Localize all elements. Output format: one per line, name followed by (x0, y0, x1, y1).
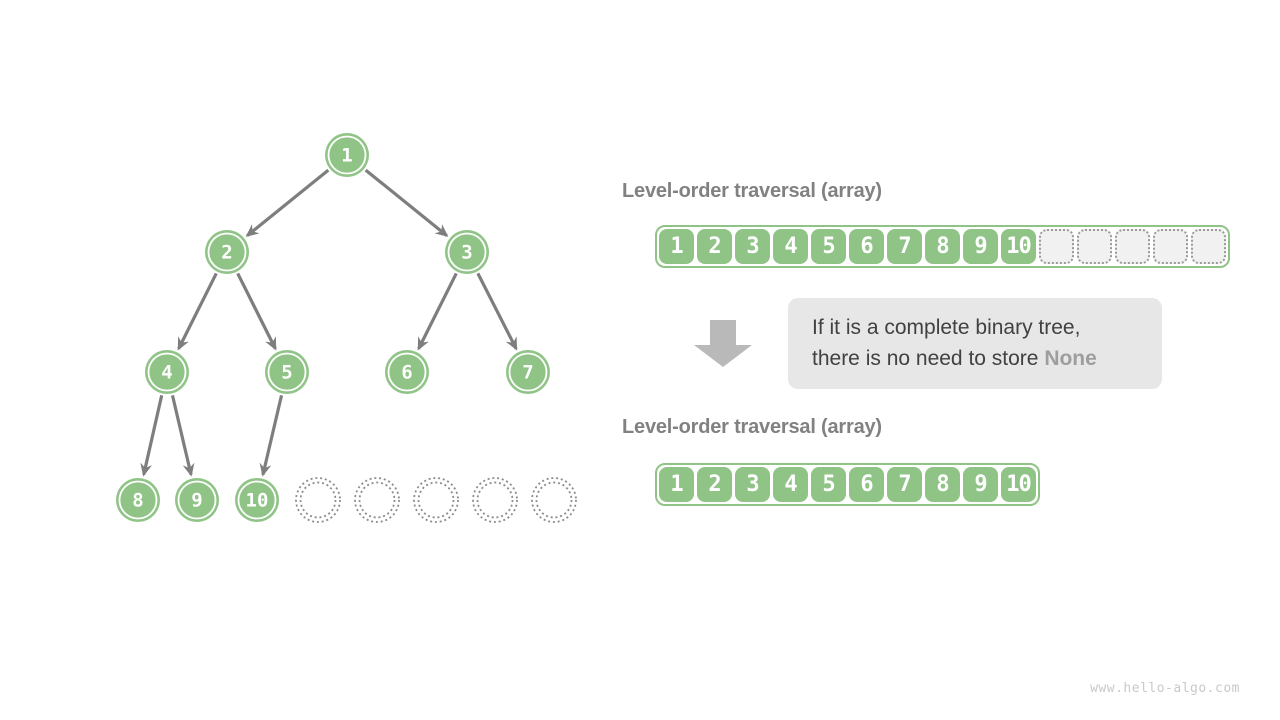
down-arrow-icon (694, 320, 752, 367)
array-cell: 6 (849, 467, 884, 502)
array-cell: 1 (659, 467, 694, 502)
array-cell: 7 (887, 467, 922, 502)
empty-node-inner-ring (358, 481, 396, 519)
tree-node-label: 8 (132, 490, 143, 512)
tree-node-ring (177, 480, 217, 520)
tree-node-label: 2 (221, 242, 232, 264)
tree-node (506, 350, 550, 394)
array-empty-cell (1077, 229, 1112, 264)
array-cell: 10 (1001, 229, 1036, 264)
tree-node-ring (447, 232, 487, 272)
tree-node-label: 4 (161, 362, 172, 384)
array-cell: 8 (925, 467, 960, 502)
tree-edge (236, 272, 277, 351)
tree-node (445, 230, 489, 274)
array-cell: 2 (697, 229, 732, 264)
empty-node-inner-ring (476, 481, 514, 519)
tree-node (325, 133, 369, 177)
tree-node-label: 1 (341, 145, 352, 167)
empty-node-inner-ring (417, 481, 455, 519)
empty-node-outer-ring (472, 477, 518, 523)
tree-node (235, 478, 279, 522)
array-cell: 3 (735, 467, 770, 502)
tree-node (175, 478, 219, 522)
array-cell: 1 (659, 229, 694, 264)
tree-edges (140, 168, 518, 477)
array-cell: 9 (963, 467, 998, 502)
tree-node (116, 478, 160, 522)
tree-node-ring (387, 352, 427, 392)
array-cell: 7 (887, 229, 922, 264)
tree-edge (417, 272, 458, 351)
tree-nodes: 1 2 3 4 5 6 7 8 9 10 (116, 133, 550, 522)
array-cell: 2 (697, 467, 732, 502)
tree-node (265, 350, 309, 394)
tree-edge (140, 395, 164, 477)
tree-node-label: 7 (522, 362, 533, 384)
tree-node-label: 3 (461, 242, 472, 264)
tree-node-label: 5 (281, 362, 292, 384)
array-cell: 10 (1001, 467, 1036, 502)
array-empty-cell (1115, 229, 1150, 264)
tree-node (205, 230, 249, 274)
tree-edge (476, 272, 518, 351)
tree-node-ring (118, 480, 158, 520)
tree-node-ring (207, 232, 247, 272)
tree-edge (364, 168, 449, 237)
watermark: www.hello-algo.com (1090, 681, 1240, 696)
empty-node-inner-ring (299, 481, 337, 519)
array-cell: 5 (811, 467, 846, 502)
callout-line2: there is no need to store None (812, 343, 1138, 374)
empty-node-outer-ring (531, 477, 577, 523)
tree-node-ring (267, 352, 307, 392)
level-order-heading-top: Level-order traversal (array) (622, 180, 882, 202)
none-label: None (1044, 347, 1097, 370)
tree-node-ring (508, 352, 548, 392)
array-cell: 8 (925, 229, 960, 264)
array-empty-cell (1191, 229, 1226, 264)
empty-node-outer-ring (413, 477, 459, 523)
tree-node-label: 9 (191, 490, 202, 512)
empty-node-outer-ring (295, 477, 341, 523)
callout-line2-prefix: there is no need to store (812, 347, 1045, 370)
array-cell: 3 (735, 229, 770, 264)
empty-node-outer-ring (354, 477, 400, 523)
array-cell: 5 (811, 229, 846, 264)
array-cell: 4 (773, 467, 808, 502)
array-cell: 4 (773, 229, 808, 264)
empty-node-inner-ring (535, 481, 573, 519)
tree-empty-nodes (295, 477, 577, 523)
array-empty-cell (1039, 229, 1074, 264)
tree-node (145, 350, 189, 394)
tree-node-ring (147, 352, 187, 392)
array-cell: 6 (849, 229, 884, 264)
tree-edge (245, 168, 330, 237)
array-empty-cell (1153, 229, 1188, 264)
tree-edge (177, 272, 218, 351)
array-cell: 9 (963, 229, 998, 264)
tree-edge (170, 395, 195, 477)
tree-node-label: 6 (401, 362, 412, 384)
tree-node (385, 350, 429, 394)
tree-node-ring (237, 480, 277, 520)
callout-line1: If it is a complete binary tree, (812, 316, 1081, 339)
tree-node-ring (327, 135, 367, 175)
level-order-heading-bottom: Level-order traversal (array) (622, 416, 882, 438)
tree-node-label: 10 (246, 490, 269, 512)
tree-edge (259, 395, 284, 477)
complete-binary-tree-callout: If it is a complete binary tree, there i… (788, 298, 1162, 389)
